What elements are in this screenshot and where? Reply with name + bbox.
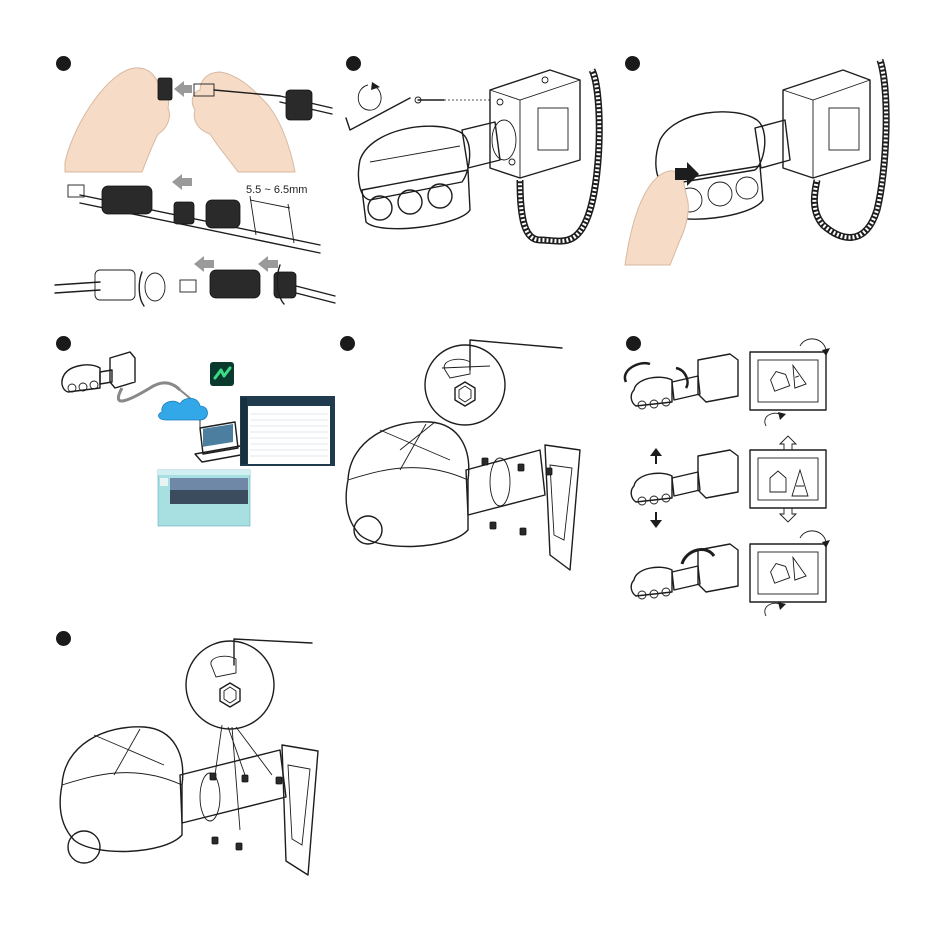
gland-cap [206, 200, 240, 228]
step-4-illustration [50, 330, 340, 530]
step-3-panel [625, 50, 905, 320]
camera-head [358, 126, 469, 200]
pan-rotation-row [625, 339, 830, 426]
mount-arm [180, 750, 286, 823]
rotate-row [631, 531, 830, 616]
cable-gland-nut [286, 90, 312, 120]
detail-circle [425, 345, 505, 425]
step-7-illustration [50, 625, 330, 890]
detail-circle [186, 641, 274, 729]
step-7-panel [50, 625, 330, 890]
wall-plate [282, 745, 318, 875]
tilt-row [631, 436, 826, 528]
insert-arrow [174, 81, 192, 97]
wall-plate [545, 445, 580, 570]
lens-2 [398, 190, 422, 214]
step-1-illustration: 5.5 ~ 6.5mm [50, 50, 340, 320]
step-4-panel [50, 330, 340, 530]
mount-arm [466, 450, 545, 515]
left-hand [65, 68, 170, 172]
junction-box-small [110, 352, 135, 388]
step-5-panel [340, 330, 580, 590]
allen-key [346, 98, 410, 130]
camera-head [346, 422, 469, 547]
junction-box [490, 70, 580, 178]
allen-key [234, 639, 312, 665]
step-5-illustration [340, 330, 580, 590]
lens-1 [368, 196, 392, 220]
cloud-icon [159, 398, 208, 420]
lens-3 [428, 184, 452, 208]
step-6-panel [620, 330, 870, 615]
gland-assembly [210, 270, 260, 298]
o-ring [145, 273, 165, 301]
slide-arrow [172, 174, 192, 190]
step-1-panel: 5.5 ~ 6.5mm [50, 50, 340, 320]
step-6-illustration [620, 330, 870, 615]
strip-length-label: 5.5 ~ 6.5mm [246, 184, 307, 196]
junction-box [783, 70, 870, 178]
housing-port [95, 270, 135, 300]
network-cable [118, 383, 180, 401]
gland-body [102, 186, 152, 214]
camera-head [60, 727, 183, 852]
step-3-illustration [625, 50, 905, 320]
seal-piece [158, 78, 172, 100]
step-2-panel [340, 50, 620, 320]
hand [625, 171, 688, 265]
seal-ring [174, 202, 194, 224]
right-hand [192, 72, 295, 172]
rj45-plug-2 [180, 280, 196, 292]
allen-key [470, 340, 562, 370]
step-2-illustration [340, 50, 620, 320]
